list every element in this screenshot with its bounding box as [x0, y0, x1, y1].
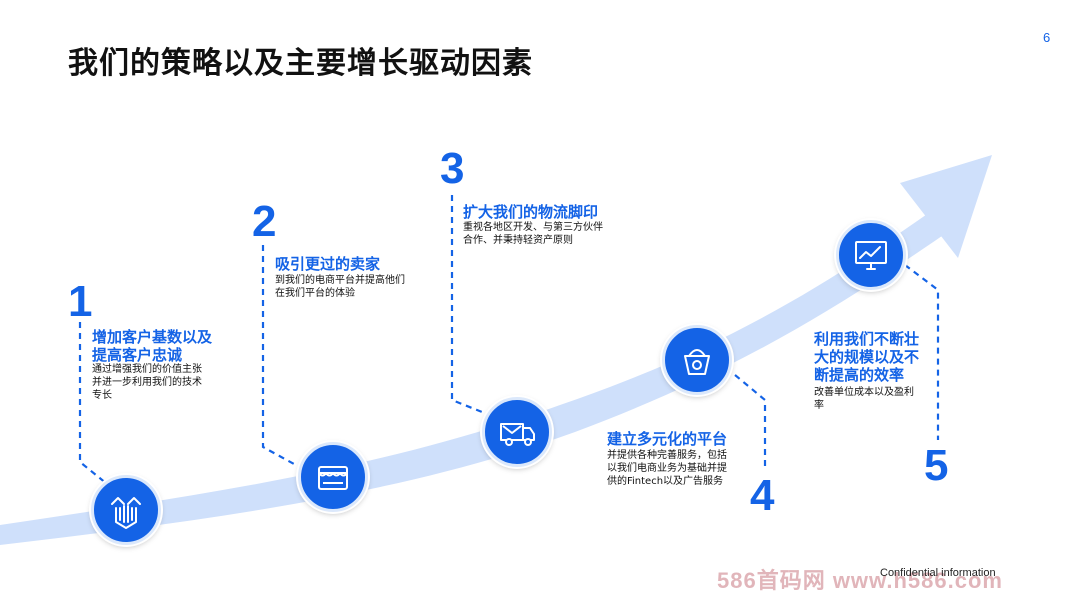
watermark: 586首码网 www.h586.com [717, 568, 1003, 593]
step-5-heading-line: 利用我们不断壮 [814, 330, 920, 348]
step-4-desc-line: 并提供各种完善服务，包括 [607, 450, 727, 461]
basket-icon [684, 349, 710, 375]
step-4-description: 并提供各种完善服务，包括 以我们电商业务为基础并提 供的Fintech以及广告服… [607, 449, 727, 488]
step-5-heading: 利用我们不断壮 大的规模以及不 断提高的效率 [814, 330, 919, 384]
step-3-desc-line: 重视各地区开发、与第三方伙伴 [463, 222, 603, 233]
step-4-icon-circle [662, 325, 732, 395]
step-2-description: 到我们的电商平台并提高他们 在我们平台的体验 [275, 274, 405, 300]
step-5-desc-line: 率 [814, 400, 824, 411]
connector-1 [78, 322, 113, 489]
monitor-chart-icon [855, 241, 887, 270]
confidential-footer: Confidential information [880, 567, 996, 579]
step-1-desc-line: 专长 [92, 390, 112, 401]
step-5-heading-line: 大的规模以及不 [814, 348, 920, 366]
connector-4 [734, 374, 767, 470]
step-3-icon-circle [482, 397, 552, 467]
step-1-heading: 增加客户基数以及 提高客户忠诚 [92, 328, 212, 364]
step-2-number: 2 [252, 197, 277, 246]
step-5-desc-line: 改善单位成本以及盈利 [814, 387, 914, 398]
step-5-number: 5 [924, 441, 949, 490]
step-3-number: 3 [440, 144, 465, 193]
step-1-desc-line: 通过增强我们的价值主张 [92, 364, 202, 375]
connector-2 [261, 245, 306, 471]
storefront-icon [318, 466, 348, 490]
step-4-number: 4 [750, 471, 775, 520]
step-1-description: 通过增强我们的价值主张 并进一步利用我们的技术 专长 [92, 363, 202, 402]
page-number: 6 [1043, 30, 1051, 45]
step-4-heading: 建立多元化的平台 [607, 430, 728, 448]
step-2-desc-line: 到我们的电商平台并提高他们 [275, 275, 405, 286]
step-2-heading: 吸引更过的卖家 [275, 255, 381, 273]
delivery-truck-icon [500, 423, 535, 446]
connector-3 [450, 195, 498, 420]
connector-5 [904, 264, 940, 440]
step-1-icon-circle [91, 475, 161, 545]
step-3-desc-line: 合作、并秉持轻资产原则 [463, 235, 573, 246]
step-3-description: 重视各地区开发、与第三方伙伴 合作、并秉持轻资产原则 [463, 221, 603, 247]
step-1-heading-line: 增加客户基数以及 [92, 328, 213, 346]
step-1-heading-line: 提高客户忠诚 [92, 346, 183, 364]
growth-arrow-head [900, 155, 992, 258]
page-title: 我们的策略以及主要增长驱动因素 [68, 46, 533, 81]
step-5-description: 改善单位成本以及盈利 率 [814, 386, 914, 412]
handshake-icon [111, 497, 141, 529]
step-5-heading-line: 断提高的效率 [814, 366, 905, 384]
step-1-desc-line: 并进一步利用我们的技术 [92, 377, 202, 388]
step-5-icon-circle [836, 220, 906, 290]
step-1-number: 1 [68, 277, 93, 326]
step-2-desc-line: 在我们平台的体验 [275, 288, 355, 299]
step-3-heading: 扩大我们的物流脚印 [463, 203, 599, 221]
step-4-desc-line: 以我们电商业务为基础并提 [607, 463, 727, 474]
step-2-icon-circle [298, 442, 368, 512]
step-4-desc-line: 供的Fintech以及广告服务 [607, 476, 724, 487]
